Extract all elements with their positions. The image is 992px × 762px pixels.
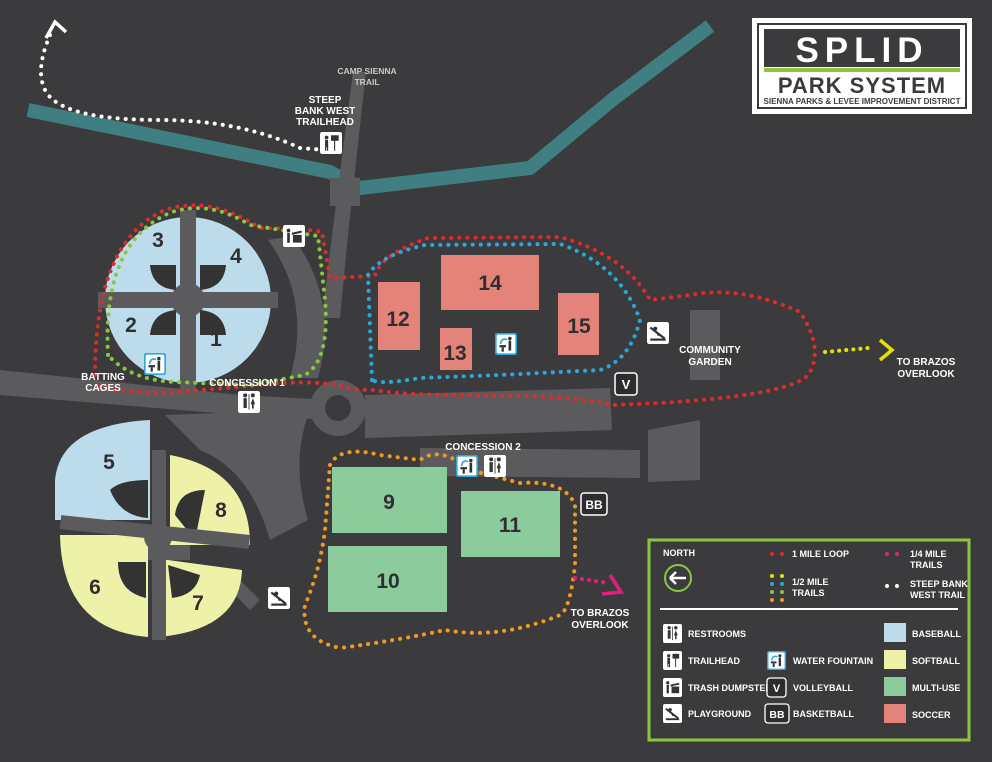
arrow-brazos-south bbox=[601, 574, 625, 596]
field-9 bbox=[332, 467, 447, 533]
volleyball-glyph: V bbox=[622, 377, 631, 392]
arrow-brazos-north bbox=[878, 338, 895, 362]
brazos-overlook-north-label-2: OVERLOOK bbox=[897, 369, 955, 380]
legend-north-label: NORTH bbox=[663, 548, 695, 558]
brazos-overlook-south-label-2: OVERLOOK bbox=[571, 620, 629, 631]
field-4-label: 4 bbox=[230, 245, 242, 268]
community-garden-label-2: GARDEN bbox=[688, 357, 731, 368]
steep-bank-label-3: TRAILHEAD bbox=[296, 117, 354, 128]
legend-steep-bank-2: WEST TRAIL bbox=[910, 590, 965, 600]
legend-volleyball-glyph: V bbox=[773, 683, 781, 695]
legend-quarter-mile-2: TRAILS bbox=[910, 560, 943, 570]
splid-logo: SPLID PARK SYSTEM SIENNA PARKS & LEVEE I… bbox=[752, 18, 972, 114]
camp-sienna-label-1: CAMP SIENNA bbox=[337, 66, 396, 76]
steep-bank-label-2: BANK WEST bbox=[295, 106, 356, 117]
water-fountain-icon[interactable] bbox=[495, 333, 517, 355]
legend-volleyball: VOLLEYBALL bbox=[793, 683, 854, 693]
restroom-icon[interactable] bbox=[238, 391, 260, 413]
arrow-steep-bank bbox=[44, 19, 68, 39]
field-1-label: 1 bbox=[210, 328, 222, 351]
field-2-label: 2 bbox=[125, 314, 137, 337]
trail-half-mile-yellow bbox=[823, 346, 870, 354]
legend-half-mile-2: TRAILS bbox=[792, 588, 825, 598]
legend-soccer: SOCCER bbox=[912, 710, 951, 720]
trail-half-mile-green bbox=[105, 206, 328, 388]
legend-half-mile-1: 1/2 MILE bbox=[792, 577, 829, 587]
legend-basketball-glyph: BB bbox=[769, 709, 785, 721]
north-arrow-icon bbox=[664, 564, 692, 592]
field-14 bbox=[441, 255, 539, 310]
field-15-label: 15 bbox=[567, 315, 591, 338]
basketball-icon[interactable] bbox=[580, 492, 608, 516]
field-11 bbox=[461, 491, 560, 557]
field-11-label: 11 bbox=[499, 514, 522, 537]
field-12 bbox=[378, 282, 420, 350]
legend-water-fountain: WATER FOUNTAIN bbox=[793, 656, 873, 666]
brazos-overlook-south-label-1: TO BRAZOS bbox=[571, 608, 630, 619]
legend-multi-use: MULTI-USE bbox=[912, 683, 960, 693]
volleyball-icon[interactable] bbox=[614, 372, 638, 396]
logo-tagline: SIENNA PARKS & LEVEE IMPROVEMENT DISTRIC… bbox=[764, 97, 961, 106]
steep-bank-label-1: STEEP bbox=[309, 95, 342, 106]
water-fountain-icon[interactable] bbox=[456, 455, 478, 477]
playground-icon[interactable] bbox=[268, 587, 290, 609]
roundabout-island bbox=[325, 395, 351, 421]
field-3-label: 3 bbox=[152, 229, 164, 252]
batting-cages-label-1: BATTING bbox=[81, 372, 125, 383]
logo-title: SPLID bbox=[795, 31, 928, 70]
field-9-label: 9 bbox=[383, 491, 395, 514]
trail-1-mile-loop bbox=[93, 203, 817, 408]
batting-cages-label-2: CAGES bbox=[85, 383, 121, 394]
field-10 bbox=[328, 546, 447, 612]
restroom-icon[interactable] bbox=[484, 455, 506, 477]
legend: NORTH 1 MILE LOOP 1/4 MILE TRAILS 1/2 MI… bbox=[647, 538, 971, 742]
trail-half-mile-orange bbox=[302, 449, 577, 651]
baseball-complex-north bbox=[98, 210, 278, 390]
trailhead-icon[interactable] bbox=[320, 132, 342, 154]
concession-2-label: CONCESSION 2 bbox=[445, 442, 521, 453]
trail-half-mile-blue bbox=[365, 241, 643, 385]
legend-steep-bank-1: STEEP BANK bbox=[910, 579, 968, 589]
field-10-label: 10 bbox=[376, 570, 399, 593]
trail-quarter-mile bbox=[573, 576, 610, 585]
concession-1-label: CONCESSION 1 bbox=[209, 378, 285, 389]
logo-subtitle: PARK SYSTEM bbox=[778, 73, 946, 98]
field-7-label: 7 bbox=[192, 592, 204, 615]
field-8-label: 8 bbox=[215, 499, 227, 522]
legend-baseball: BASEBALL bbox=[912, 629, 962, 639]
trash-dumpster-icon[interactable] bbox=[283, 225, 305, 247]
legend-trailhead: TRAILHEAD bbox=[688, 656, 740, 666]
legend-trash: TRASH DUMPSTER bbox=[688, 683, 773, 693]
field-12-label: 12 bbox=[386, 308, 409, 331]
legend-softball: SOFTBALL bbox=[912, 656, 960, 666]
trails bbox=[39, 33, 870, 651]
legend-1-mile-loop: 1 MILE LOOP bbox=[792, 549, 849, 559]
legend-restrooms: RESTROOMS bbox=[688, 629, 746, 639]
legend-quarter-mile-1: 1/4 MILE bbox=[910, 549, 947, 559]
legend-playground: PLAYGROUND bbox=[688, 709, 752, 719]
water-fountain-icon[interactable] bbox=[144, 353, 166, 375]
field-5-label: 5 bbox=[103, 451, 115, 474]
field-15 bbox=[558, 293, 599, 355]
trail-steep-bank bbox=[39, 33, 327, 152]
field-13 bbox=[440, 328, 472, 370]
field-14-label: 14 bbox=[478, 272, 502, 295]
camp-sienna-label-2: TRAIL bbox=[354, 77, 379, 87]
basketball-glyph: BB bbox=[585, 498, 603, 512]
river bbox=[26, 20, 715, 195]
field-13-label: 13 bbox=[443, 342, 466, 365]
field-6-label: 6 bbox=[89, 576, 101, 599]
playground-icon[interactable] bbox=[647, 322, 669, 344]
legend-basketball: BASKETBALL bbox=[793, 709, 854, 719]
field-6 bbox=[60, 535, 148, 637]
community-garden-label-1: COMMUNITY bbox=[679, 345, 741, 356]
brazos-overlook-north-label-1: TO BRAZOS bbox=[897, 357, 956, 368]
